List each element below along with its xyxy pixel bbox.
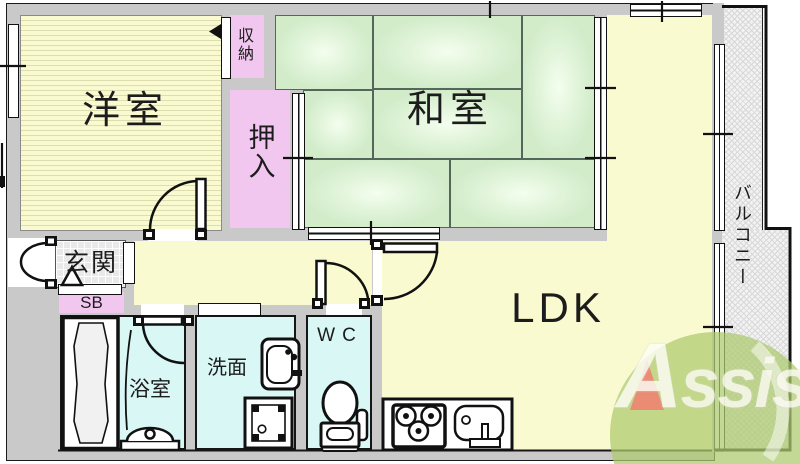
- ldk-doorway: [373, 250, 382, 297]
- washroom-sliding-door: [198, 303, 261, 316]
- room-label-bathroom: 浴室: [129, 378, 171, 401]
- room-label-western: 洋室: [81, 89, 168, 132]
- room-label-washitsu: 和室: [406, 88, 493, 131]
- tatami-mat: [275, 15, 373, 90]
- room-storage-floor: [230, 15, 264, 78]
- tatami-mat: [373, 89, 522, 159]
- wall-topright: [713, 3, 724, 44]
- shoebox-cabinet: [59, 292, 124, 313]
- storage-door: [221, 17, 231, 79]
- label-shoebox: SB: [80, 292, 103, 312]
- room-label-toilet: WC: [317, 325, 363, 346]
- tatami-mat: [303, 159, 450, 228]
- assist-logo-rest: ssist: [680, 344, 800, 422]
- ldk-floor-strip: [607, 15, 712, 241]
- tatami-mat: [522, 15, 595, 159]
- balcony-window-upper: [714, 44, 725, 231]
- entrance-step: [58, 284, 122, 295]
- hallway-floor: [134, 241, 372, 305]
- window-top: [630, 4, 702, 17]
- tatami-mat: [303, 90, 373, 159]
- toilet-doorway: [326, 304, 362, 315]
- room-label-ldk: LDK: [511, 284, 605, 331]
- bathroom-doorway: [141, 304, 184, 315]
- room-label-balcony: バルコニー: [732, 183, 752, 288]
- entrance-door-gap: [8, 238, 55, 287]
- washroom-floor: [195, 315, 296, 450]
- washitsu-ldk-sliding-door: [594, 17, 607, 230]
- room-oshiire-floor: [230, 90, 290, 228]
- window-left: [8, 24, 19, 118]
- western-room-doorway: [148, 229, 197, 241]
- washitsu-hall-sliding-door: [308, 227, 440, 240]
- oshiire-fusuma-door: [292, 93, 305, 230]
- assist-logo-initial: A: [616, 325, 682, 427]
- room-label-entrance: 玄関: [63, 249, 118, 277]
- assist-logo-text: Assist: [616, 330, 800, 422]
- room-label-storage: 収納: [237, 28, 254, 64]
- tatami-mat: [373, 15, 522, 89]
- room-label-washroom: 洗面: [207, 356, 247, 379]
- tatami-mat: [450, 159, 595, 228]
- room-label-oshiire: 押入: [248, 123, 276, 183]
- entrance-partition: [123, 242, 135, 284]
- wall-mark: [0, 176, 5, 187]
